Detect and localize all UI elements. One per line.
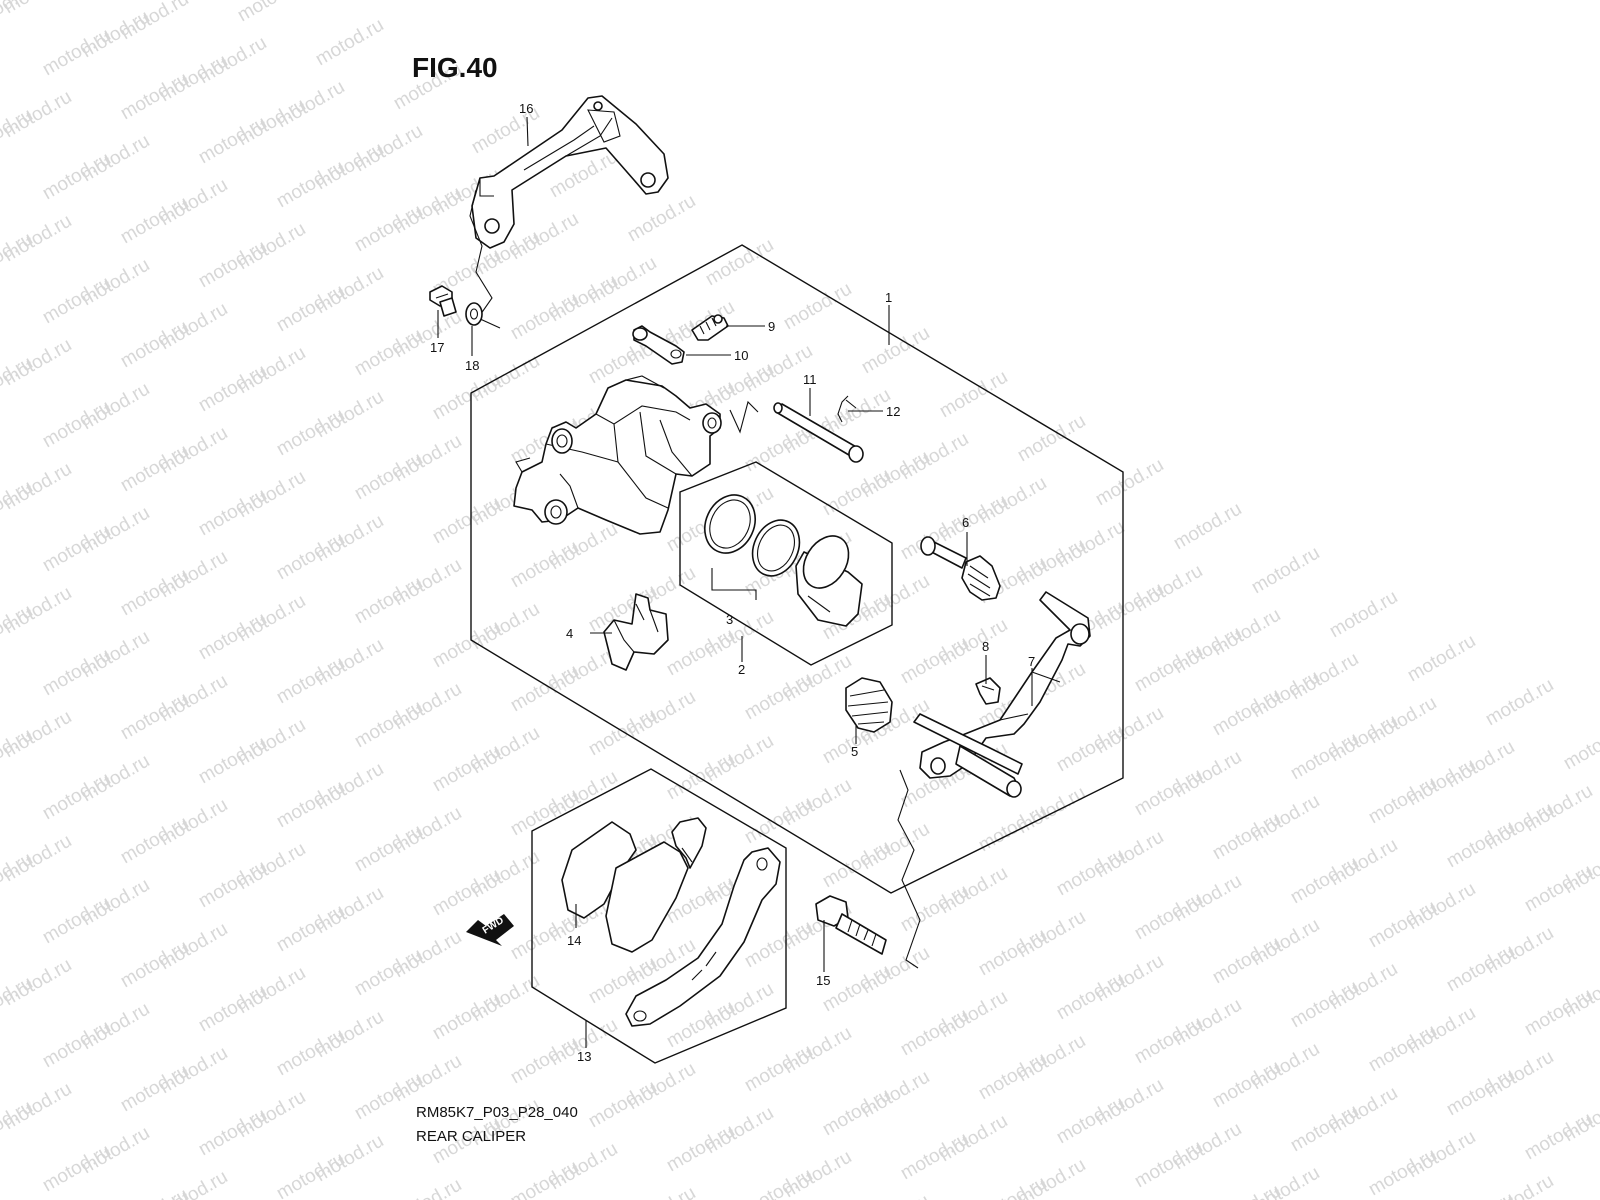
slide-pin-part: [920, 536, 1001, 601]
figure-code: RM85K7_P03_P28_040: [416, 1104, 578, 1121]
callout-14: 14: [567, 933, 581, 948]
caliper-assembly-outline: [470, 244, 1124, 894]
bleeder-screw-part: [691, 314, 729, 341]
callout-11: 11: [803, 372, 817, 387]
callout-6: 6: [962, 515, 969, 530]
callout-12: 12: [886, 404, 900, 419]
dust-boot-part: [845, 677, 893, 733]
callout-18: 18: [465, 358, 479, 373]
caliper-body-part: [513, 375, 722, 535]
callout-9: 9: [768, 319, 775, 334]
callout-4: 4: [566, 626, 573, 641]
piston-seals-part: [704, 494, 801, 577]
bracket-bolt-part: [429, 285, 457, 317]
leader-lines: [437, 116, 1033, 1048]
callout-16: 16: [519, 101, 533, 116]
support-bracket-part: [913, 591, 1091, 798]
washer-part: [465, 302, 483, 326]
callout-2: 2: [738, 662, 745, 677]
callout-7: 7: [1028, 654, 1035, 669]
bleeder-cap-part: [632, 325, 685, 365]
mounting-bolt-part: [815, 895, 887, 955]
caliper-pin-part: [773, 402, 864, 463]
callout-13: 13: [577, 1049, 591, 1064]
brake-pads-part: [561, 817, 781, 1027]
pin-clip-part: [837, 395, 857, 423]
callout-5: 5: [851, 744, 858, 759]
pad-spring-part: [603, 593, 669, 671]
figure-title: FIG.40: [412, 52, 498, 83]
callout-15: 15: [816, 973, 830, 988]
callout-10: 10: [734, 348, 748, 363]
piston-set-outline: [679, 461, 893, 666]
pad-set-outline: [531, 768, 787, 1064]
piston-part: [795, 535, 863, 627]
forward-arrow-icon: FWD: [466, 914, 514, 946]
small-clip-part: [975, 677, 1001, 705]
callout-labels: 16 17 18 9 10 11 12 1 6 3 2 4 8 7 5 14 1…: [430, 101, 1035, 1064]
caliper-bracket-part: [471, 95, 669, 249]
callout-1: 1: [885, 290, 892, 305]
callout-8: 8: [982, 639, 989, 654]
callout-17: 17: [430, 340, 444, 355]
figure-name: REAR CALIPER: [416, 1128, 527, 1145]
callout-3: 3: [726, 612, 733, 627]
